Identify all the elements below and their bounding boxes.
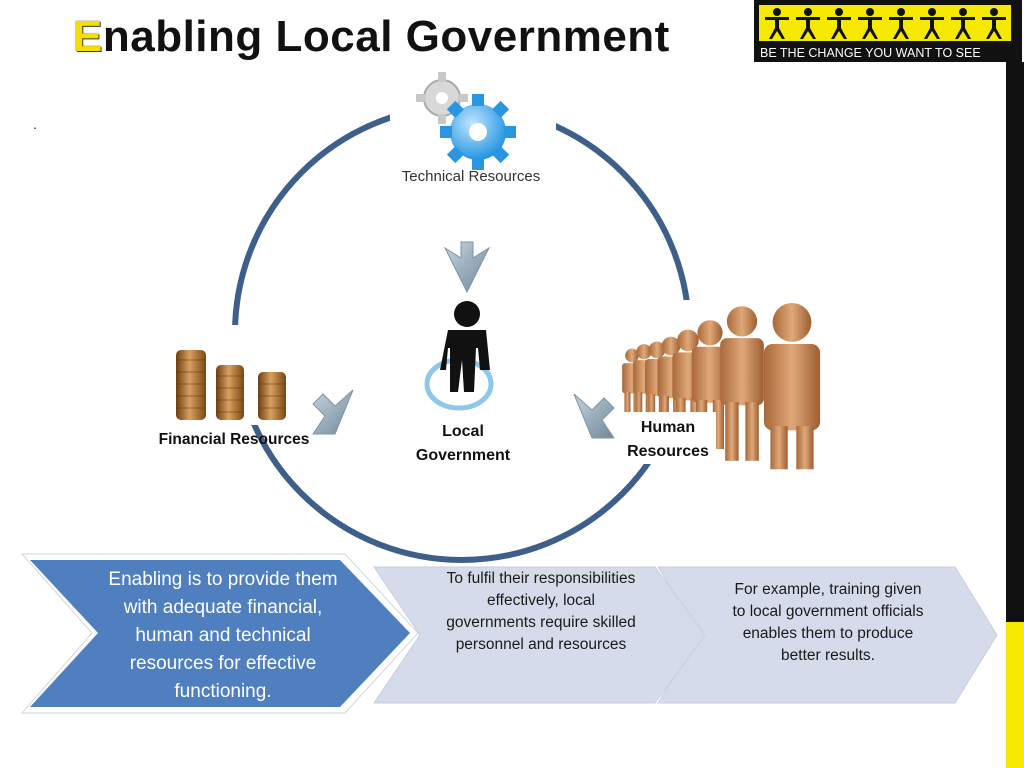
human-resources-line1: Human: [640, 419, 696, 436]
right-edge-accent: [1006, 622, 1024, 768]
process-step-2-text: To fulfil their responsibilities effecti…: [446, 570, 636, 653]
logo-people-chain-icon: [765, 8, 1006, 39]
local-government-line2: Government: [415, 447, 511, 464]
human-resources-line2: Resources: [627, 443, 709, 460]
right-edge-bar: [1006, 62, 1024, 768]
gears-icon: [390, 72, 556, 192]
arrow-right-icon: [312, 389, 354, 435]
stray-dot: .: [33, 116, 37, 132]
janaagraha-logo: BE THE CHANGE YOU WANT TO SEE: [754, 0, 1022, 62]
title-rest: nabling Local Government: [102, 12, 670, 61]
local-government-label: Local Government: [398, 420, 528, 468]
people-crowd-icon: [622, 300, 834, 470]
person-icon: [424, 301, 494, 411]
chevron-step-2: [373, 566, 706, 704]
technical-resources-label: Technical Resources: [401, 168, 541, 185]
process-step-1-text: Enabling is to provide them with adequat…: [108, 569, 338, 702]
logo-tagline: BE THE CHANGE YOU WANT TO SEE: [760, 46, 981, 60]
logo-band: [759, 5, 1011, 41]
local-government-line1: Local: [442, 423, 484, 440]
arrow-left-icon: [573, 393, 615, 439]
financial-resources-label: Financial Resources: [158, 431, 310, 448]
arrow-down-icon: [443, 241, 491, 294]
process-step-3-text: For example, training given to local gov…: [732, 581, 924, 664]
human-resources-label: Human Resources: [620, 416, 716, 464]
title-first-letter: E: [73, 12, 103, 61]
slide-title: Enabling Local Government: [73, 12, 670, 62]
process-chevrons: [20, 553, 998, 714]
coins-icon: [150, 325, 300, 425]
